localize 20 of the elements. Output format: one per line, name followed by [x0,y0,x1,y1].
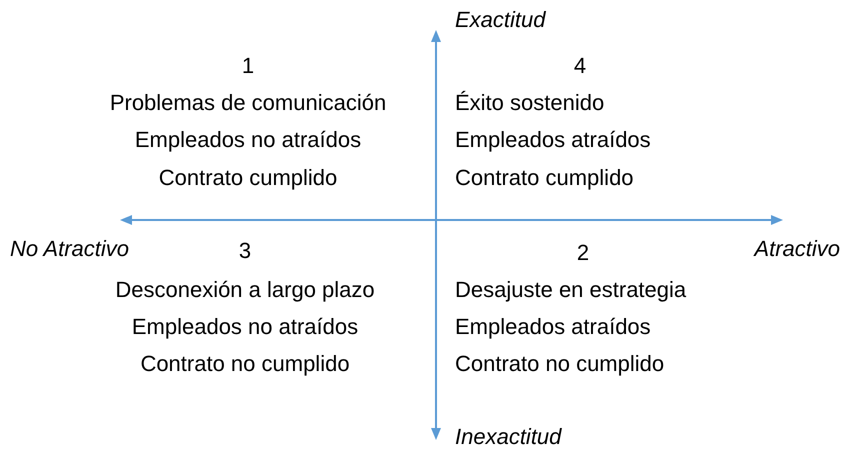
axis-title: Exactitud [455,7,546,33]
axis-title: Atractivo [754,236,840,262]
quadrant-text: Desajuste en estrategia [455,277,686,303]
quadrant-text: Contrato no cumplido [140,351,350,377]
quadrant-text: Contrato no cumplido [455,351,664,377]
axis-title: No Atractivo [10,236,130,262]
quadrant-text: Desconexión a largo plazo [115,277,375,303]
quadrant-text: Problemas de comunicación [110,90,386,116]
quadrant-text: Empleados no atraídos [134,127,362,153]
quadrant-text: Éxito sostenido [455,90,604,116]
quadrant-number: 3 [238,238,252,264]
quadrant-text: Empleados atraídos [455,127,651,153]
quadrant-number: 1 [242,53,254,79]
quadrant-text: Empleados no atraídos [132,314,358,340]
quadrant-number: 2 [576,240,590,266]
axis-title: Inexactitud [455,424,562,450]
quadrant-text: Empleados atraídos [455,314,651,340]
quadrant-number: 4 [574,53,586,79]
quadrant-text: Contrato cumplido [158,165,338,191]
quadrant-text: Contrato cumplido [455,165,634,191]
